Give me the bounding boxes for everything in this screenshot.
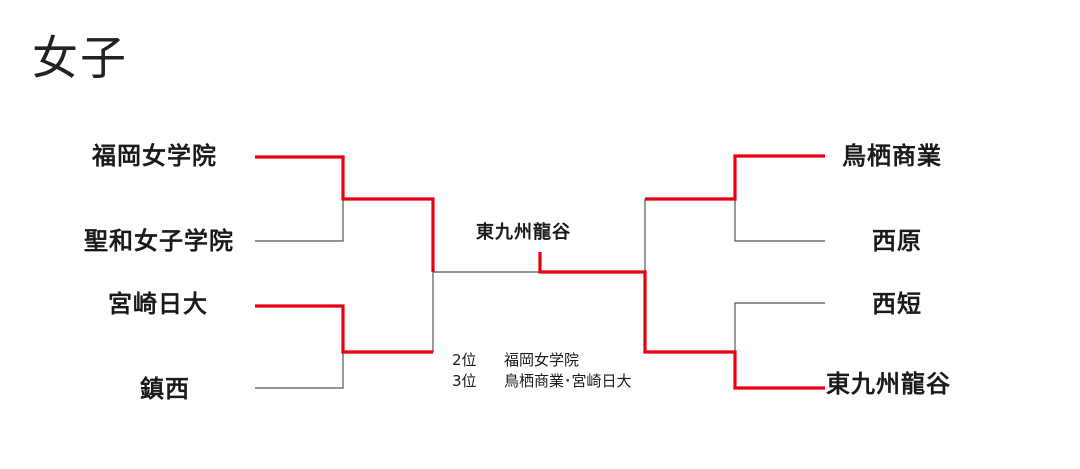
right-r1-top-loser-line bbox=[734, 199, 825, 242]
placement-2nd: 2位 福岡女学院 bbox=[452, 350, 632, 371]
left-winner-path-bottom bbox=[255, 304, 433, 354]
team-left-1: 福岡女学院 bbox=[92, 142, 217, 170]
loser-lines bbox=[255, 199, 825, 389]
placement-rank: 2位 bbox=[452, 351, 477, 369]
champion-label: 東九州龍谷 bbox=[476, 222, 571, 243]
placement-rank: 3位 bbox=[452, 372, 477, 390]
team-left-2: 聖和女子学院 bbox=[84, 227, 234, 255]
page-title: 女子 bbox=[32, 31, 128, 85]
placements: 2位 福岡女学院 3位 鳥栖商業･宮崎日大 bbox=[452, 350, 632, 392]
team-right-1: 鳥栖商業 bbox=[842, 142, 942, 170]
right-r1-bottom-loser-line bbox=[734, 302, 825, 352]
team-left-4: 鎮西 bbox=[140, 375, 190, 403]
left-winner-path-top bbox=[255, 155, 435, 272]
right-winner-path-top bbox=[645, 154, 825, 201]
team-left-3: 宮崎日大 bbox=[108, 290, 208, 318]
placement-team: 鳥栖商業･宮崎日大 bbox=[504, 372, 632, 390]
winner-lines bbox=[255, 154, 825, 390]
right-winner-path-bottom-to-final bbox=[538, 252, 825, 390]
team-right-3: 西短 bbox=[872, 290, 922, 318]
placement-3rd: 3位 鳥栖商業･宮崎日大 bbox=[452, 371, 632, 392]
team-right-2: 西原 bbox=[872, 227, 922, 255]
team-right-4: 東九州龍谷 bbox=[826, 370, 951, 398]
left-r1-bottom-loser-line bbox=[255, 352, 344, 389]
left-r1-top-loser-line bbox=[255, 199, 344, 242]
placement-team: 福岡女学院 bbox=[504, 351, 580, 369]
